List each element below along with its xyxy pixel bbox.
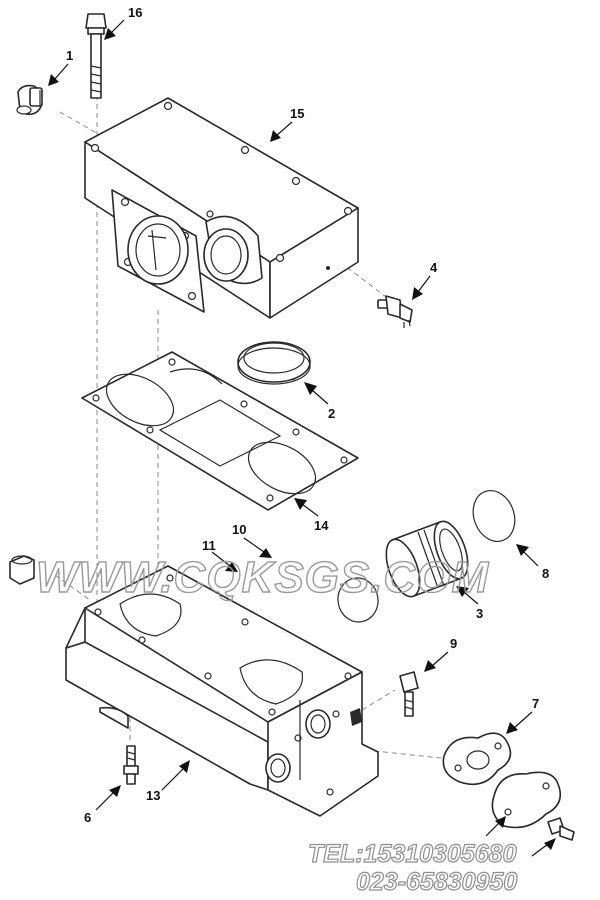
watermark-tel: TEL:15310305680 xyxy=(308,840,517,868)
callout-16: 16 xyxy=(128,5,142,20)
callout-9: 9 xyxy=(450,636,457,651)
bolt-9 xyxy=(399,671,419,717)
bolt-16 xyxy=(85,13,107,99)
sleeve-3 xyxy=(385,520,469,598)
watermark-site: WWW.CQKSGS.COM xyxy=(36,553,489,602)
stud-7 xyxy=(123,745,139,785)
callout-11: 11 xyxy=(202,538,216,553)
plug-left xyxy=(9,555,35,585)
callout-3: 3 xyxy=(476,606,483,621)
callout-7: 6 xyxy=(84,810,91,825)
callout-2: 2 xyxy=(328,406,335,421)
upper-housing-15 xyxy=(84,97,359,319)
callout-6: 7 xyxy=(532,696,539,711)
gasket-14 xyxy=(81,351,359,511)
bolt-12 xyxy=(547,817,575,841)
callout-15: 15 xyxy=(290,106,304,121)
sensor-4 xyxy=(377,295,413,328)
callout-10: 10 xyxy=(232,522,246,537)
callout-4: 4 xyxy=(430,260,438,275)
watermark-phone: 023-65830950 xyxy=(356,868,517,896)
lower-housing-13 xyxy=(65,565,379,817)
callout-8: 8 xyxy=(542,566,549,581)
flange-gasket-6 xyxy=(442,732,512,786)
o-ring-8 xyxy=(472,490,516,542)
seal-ring-2 xyxy=(237,341,311,385)
callout-1: 1 xyxy=(66,48,73,63)
o-ring-10 xyxy=(337,577,379,623)
elbow-fitting-1 xyxy=(16,84,43,116)
callout-13: 13 xyxy=(146,788,160,803)
callout-14: 14 xyxy=(314,518,329,533)
cover-plate xyxy=(491,771,562,829)
leader-lines xyxy=(48,19,556,857)
